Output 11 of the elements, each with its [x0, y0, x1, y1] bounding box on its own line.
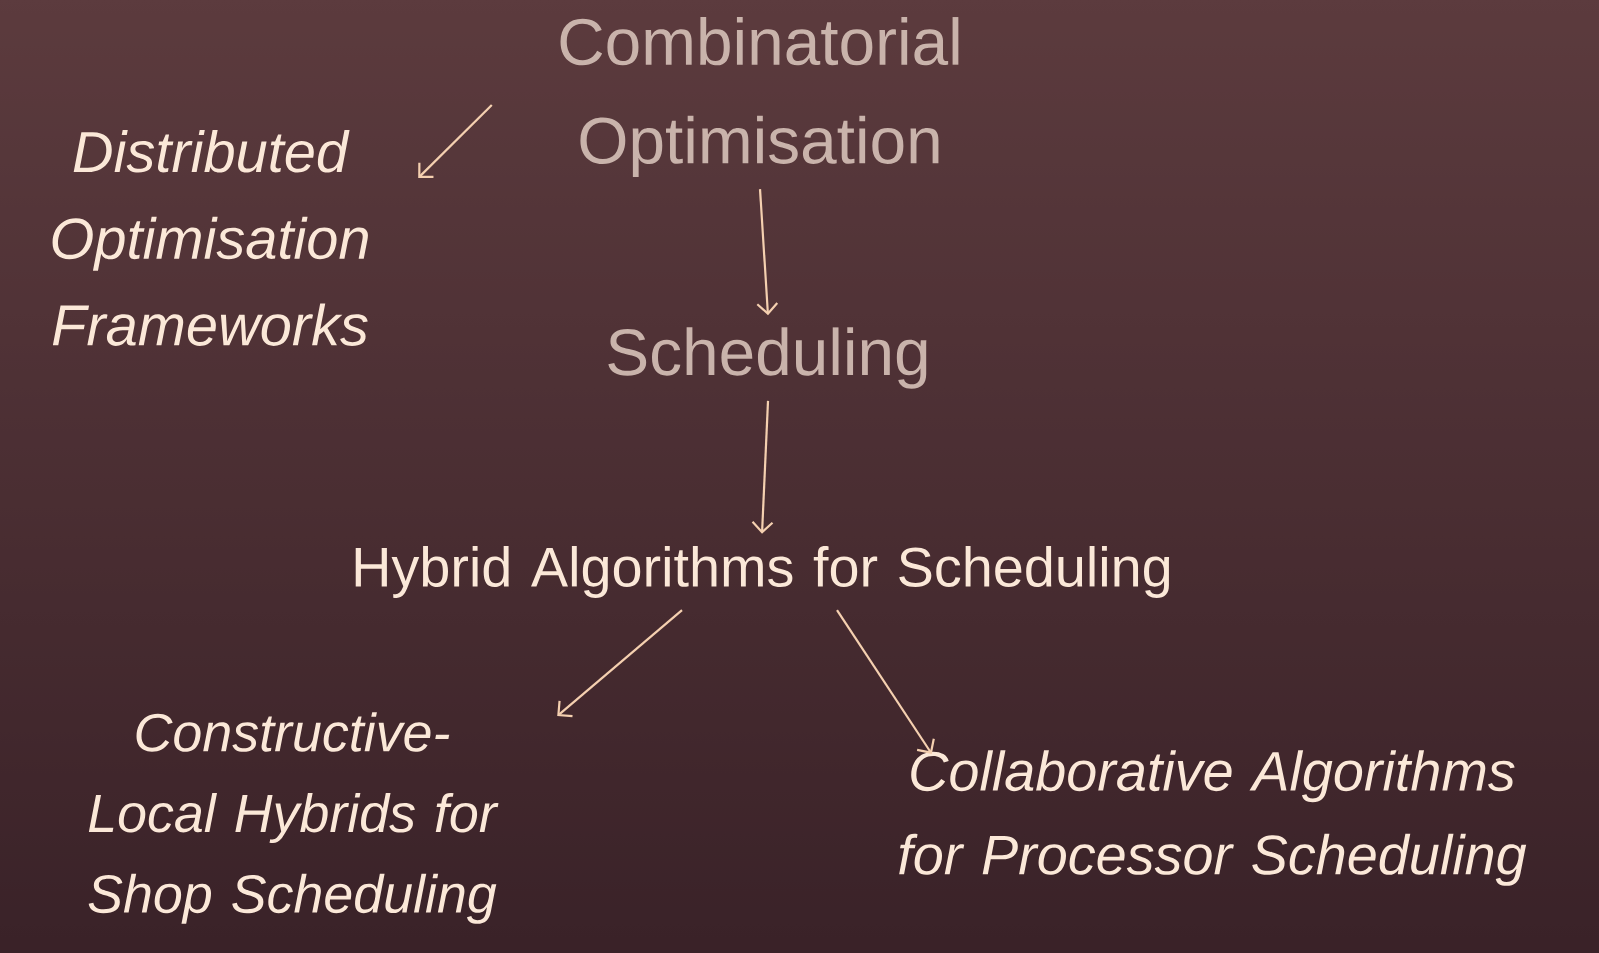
heading-text: Scheduling [608, 327, 927, 389]
arrow [557, 609, 683, 718]
topic-text: Collaborative Algorithms for Processor Scheduling [899, 750, 1527, 886]
arrow [756, 189, 779, 316]
heading-text: Combinatorial Optimisation [560, 17, 959, 177]
arrow [836, 609, 935, 754]
arrow [751, 400, 774, 534]
topic-text: Distributed Optimisation Frameworks [52, 130, 368, 346]
heading-text: Hybrid Algorithms for Scheduling [355, 546, 1170, 598]
topic-text: Constructive-Local Hybrids for Shop Scheduling [88, 712, 499, 924]
arrow [418, 104, 493, 179]
